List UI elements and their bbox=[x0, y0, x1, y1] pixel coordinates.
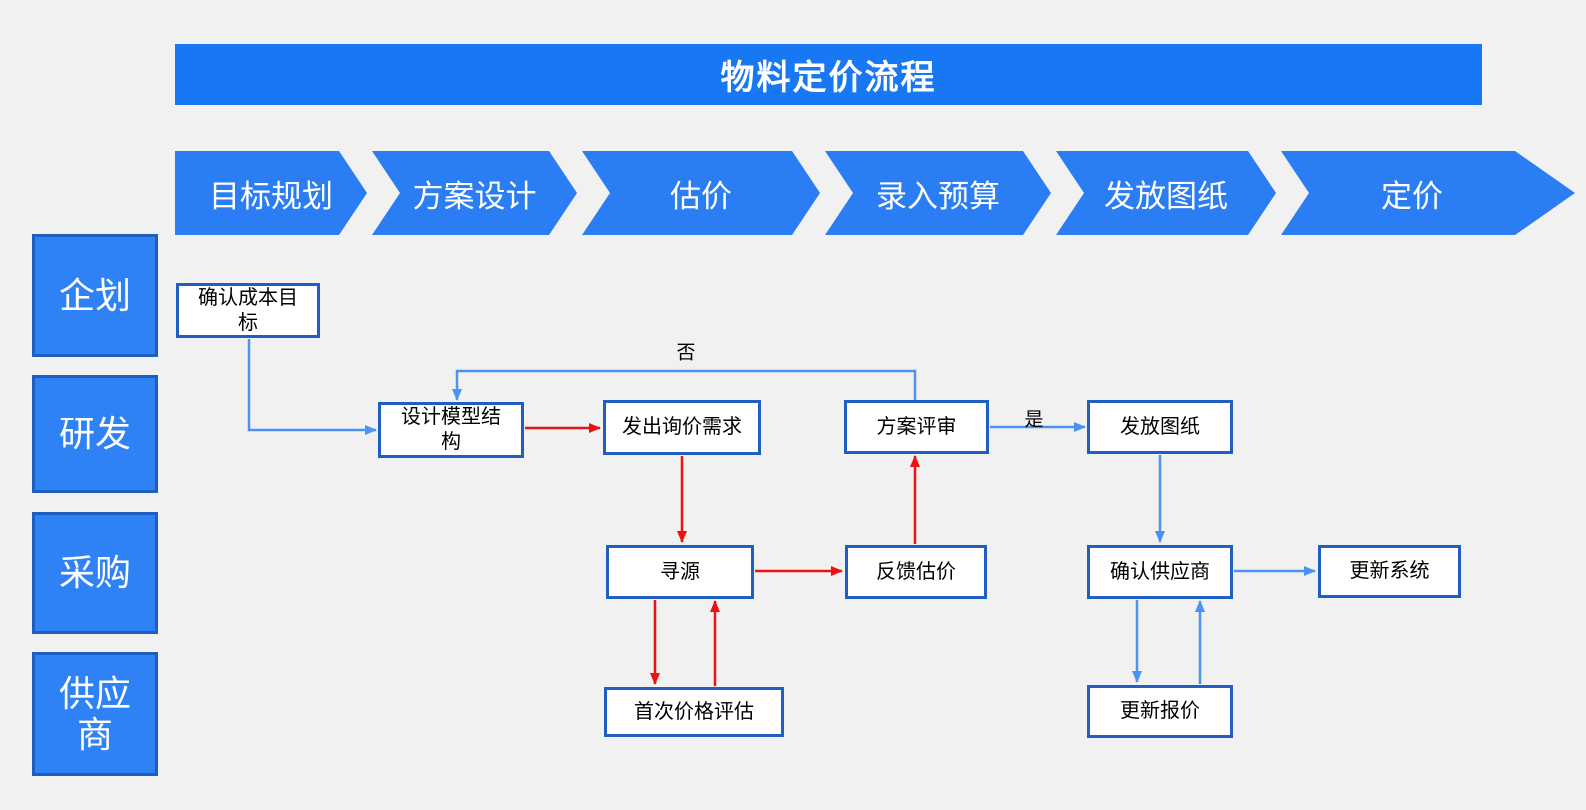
flow-node-confirm-cost-target: 确认成本目 标 bbox=[176, 283, 320, 338]
flow-node-feedback-estimate: 反馈估价 bbox=[845, 545, 987, 599]
stage-pricing: 定价 bbox=[1281, 151, 1575, 235]
stage-budget-entry: 录入预算 bbox=[825, 151, 1051, 235]
flow-node-plan-review: 方案评审 bbox=[844, 400, 989, 454]
flow-node-issue-drawings: 发放图纸 bbox=[1087, 400, 1233, 454]
page-title: 物料定价流程 bbox=[175, 44, 1482, 105]
flow-node-sourcing: 寻源 bbox=[606, 545, 754, 599]
stage-drawing-release: 发放图纸 bbox=[1056, 151, 1276, 235]
stage-scheme-design: 方案设计 bbox=[372, 151, 577, 235]
flow-node-first-price-evaluation: 首次价格评估 bbox=[604, 687, 784, 737]
flow-node-design-model-structure: 设计模型结 构 bbox=[378, 402, 524, 458]
lane-label-supplier: 供应 商 bbox=[32, 652, 158, 776]
edge-label-review-no-to-design: 否 bbox=[676, 342, 696, 364]
flow-node-update-system: 更新系统 bbox=[1318, 545, 1461, 598]
stage-goal-planning: 目标规划 bbox=[175, 151, 367, 235]
flow-node-send-inquiry-request: 发出询价需求 bbox=[603, 400, 761, 455]
flow-node-confirm-supplier: 确认供应商 bbox=[1087, 545, 1233, 599]
lane-label-procurement: 采购 bbox=[32, 512, 158, 634]
flow-node-update-quote: 更新报价 bbox=[1087, 685, 1233, 738]
stage-estimation: 估价 bbox=[582, 151, 820, 235]
lane-label-rnd: 研发 bbox=[32, 375, 158, 493]
edge-review-no-to-design bbox=[452, 369, 917, 401]
edge-cost-target-to-design bbox=[247, 339, 377, 435]
edge-label-review-yes-to-drawings: 是 bbox=[1024, 409, 1044, 431]
lane-label-planning: 企划 bbox=[32, 234, 158, 357]
